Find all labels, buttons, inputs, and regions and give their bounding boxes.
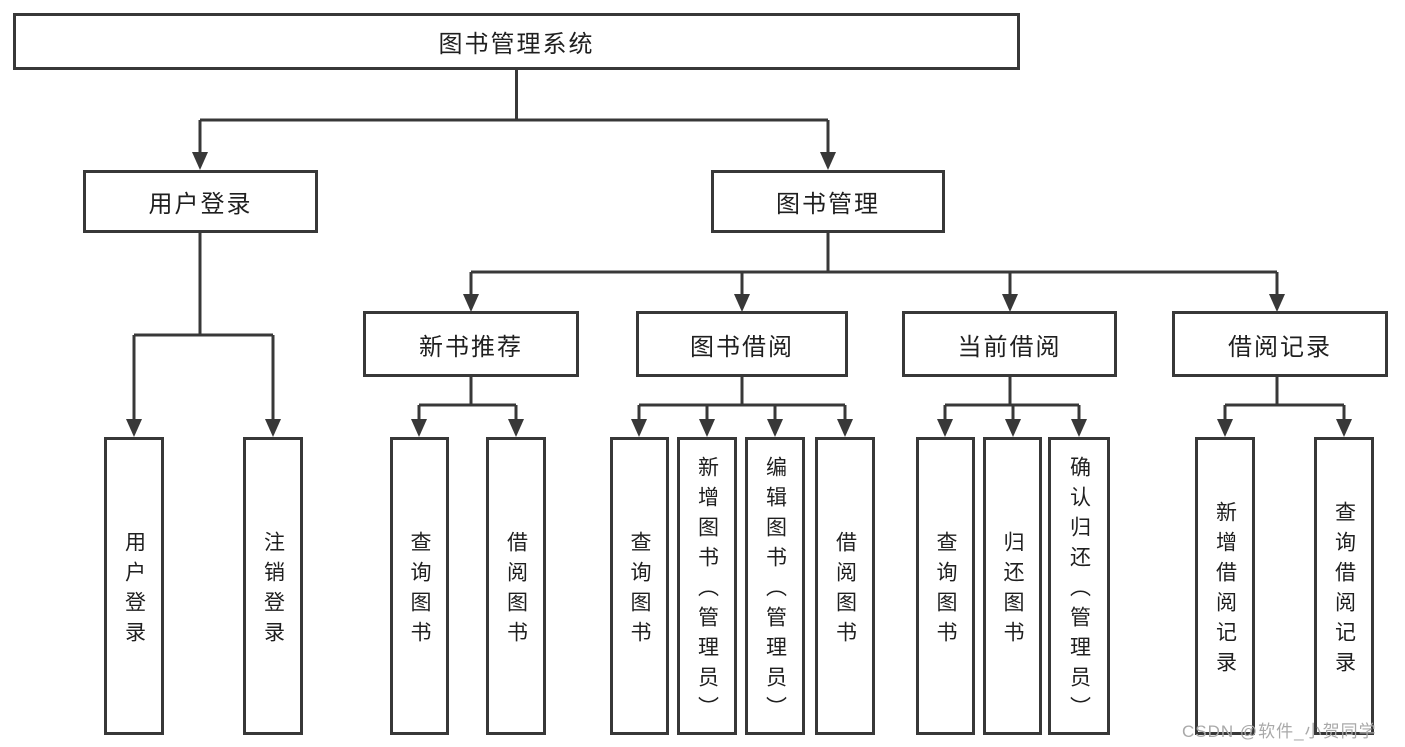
node-label: 借阅图书 [833,530,857,651]
node-label: 查询借阅记录 [1332,500,1356,681]
node-borrowing-records: 借阅记录 [1172,311,1388,377]
csdn-watermark: CSDN @软件_小贺同学 [1182,722,1377,741]
node-new-book-recommend: 新书推荐 [363,311,579,377]
node-label: 图书借阅 [690,333,794,361]
node-label: 新增图书（管理员） [695,455,719,726]
node-leaf-borrow-books-recommend: 借阅图书 [486,437,546,735]
node-leaf-query-borrow-record: 查询借阅记录 [1314,437,1374,735]
node-label: 注销登录 [261,530,285,651]
node-leaf-return-books: 归还图书 [983,437,1042,735]
node-leaf-edit-books-admin: 编辑图书（管理员） [745,437,805,735]
node-label: 查询图书 [628,530,651,651]
node-leaf-query-books-current: 查询图书 [916,437,975,735]
node-leaf-add-books-admin: 新增图书（管理员） [677,437,737,735]
node-label: 归还图书 [1001,530,1024,651]
node-label: 编辑图书（管理员） [763,455,787,726]
node-label: 用户登录 [148,191,253,218]
node-label: 图书管理 [776,191,880,218]
node-label: 新书推荐 [419,333,523,361]
arrowheads [126,152,1352,437]
node-label: 新增借阅记录 [1213,500,1237,681]
node-leaf-logout: 注销登录 [243,437,303,735]
node-user-login: 用户登录 [83,170,318,233]
node-label: 借阅图书 [504,530,528,651]
node-leaf-query-books-recommend: 查询图书 [390,437,449,735]
node-book-management: 图书管理 [711,170,945,233]
node-current-borrowing: 当前借阅 [902,311,1117,377]
node-book-borrowing: 图书借阅 [636,311,848,377]
node-leaf-user-login: 用户登录 [104,437,164,735]
node-library-management-system: 图书管理系统 [13,13,1020,70]
node-leaf-borrow-books: 借阅图书 [815,437,875,735]
node-label: 用户登录 [122,530,146,651]
node-label: 确认归还（管理员） [1067,455,1091,726]
node-label: 借阅记录 [1228,333,1332,361]
node-label: 查询图书 [408,530,431,651]
node-label: 当前借阅 [957,333,1062,361]
node-leaf-add-borrow-record: 新增借阅记录 [1195,437,1255,735]
node-label: 查询图书 [934,530,957,651]
node-leaf-confirm-return-admin: 确认归还（管理员） [1048,437,1110,735]
node-label: 图书管理系统 [438,31,595,58]
node-leaf-query-books-borrow: 查询图书 [610,437,669,735]
